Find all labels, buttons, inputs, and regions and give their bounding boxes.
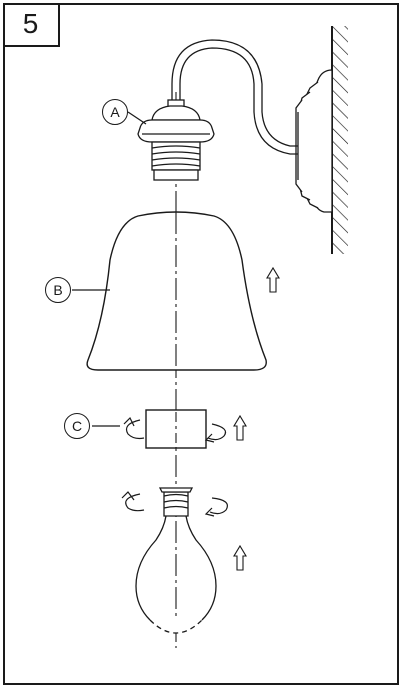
part-label-a: A (102, 99, 128, 125)
up-arrow-icon (233, 414, 247, 441)
up-arrow-icon (233, 544, 247, 571)
rotate-icon (204, 423, 227, 443)
lamp-arm (171, 39, 298, 155)
diagram-frame (3, 3, 399, 685)
rotate-icon (121, 491, 145, 512)
wall (331, 26, 348, 254)
light-bulb (135, 487, 217, 634)
step-number: 5 (3, 3, 60, 47)
up-arrow-icon (266, 266, 280, 293)
glass-shade (86, 211, 267, 371)
socket-holder (137, 99, 215, 181)
rotate-icon (123, 416, 145, 440)
part-label-b: B (45, 277, 71, 303)
wall-plate (295, 69, 333, 213)
shade-ring (145, 409, 207, 449)
label-leaders (72, 111, 147, 427)
part-label-c: C (64, 413, 90, 439)
rotate-icon (204, 497, 228, 517)
